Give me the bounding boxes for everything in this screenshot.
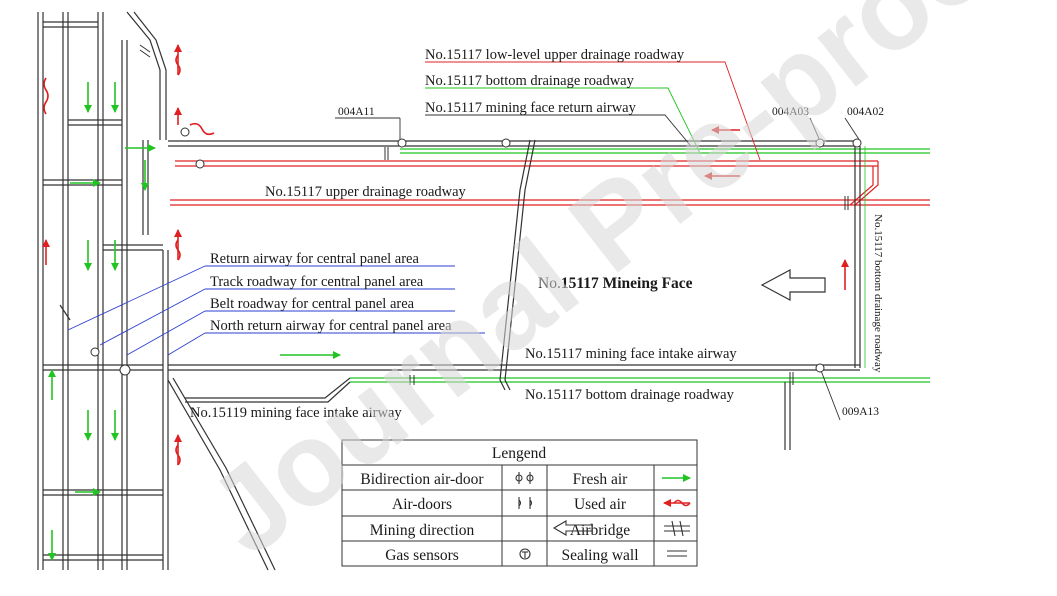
- label-intake-airway-15119: No.15119 mining face intake airway: [190, 405, 402, 421]
- gas-sensor-icon: [815, 363, 825, 373]
- label-intake-airway-15117: No.15117 mining face intake airway: [525, 346, 737, 362]
- label-leaders: [67, 61, 861, 421]
- airbridge-icon: [664, 520, 690, 537]
- legend-label-airbridge: Airbridge: [570, 522, 630, 539]
- air-door-icon: [518, 497, 533, 509]
- legend-label-bidirection-air-door: Bidirection air-door: [360, 471, 484, 488]
- roadway-labels: No.15117 low-level upper drainage roadwa…: [190, 47, 884, 421]
- sensor-label-004A03: 004A03: [772, 106, 809, 118]
- label-track-central: Track roadway for central panel area: [210, 274, 424, 290]
- gas-sensor-icon: [397, 138, 407, 148]
- label-return-central: Return airway for central panel area: [210, 251, 419, 267]
- label-upper-drainage: No.15117 upper drainage roadway: [265, 184, 467, 200]
- label-face-return-airway: No.15117 mining face return airway: [425, 100, 637, 116]
- gas-sensor-icon: [180, 127, 190, 137]
- label-bottom-drainage-lower: No.15117 bottom drainage roadway: [525, 387, 735, 403]
- legend-text: Lengend Bidirection air-door Fresh air A…: [360, 445, 638, 564]
- sensor-label-004A11: 004A11: [338, 106, 375, 118]
- bidirection-air-door-icon: [515, 472, 534, 484]
- legend-symbols: [515, 472, 691, 560]
- legend-label-fresh-air: Fresh air: [573, 471, 629, 488]
- gas-sensor-icon: [119, 364, 131, 376]
- legend-label-used-air: Used air: [574, 496, 627, 513]
- face-roadways: [168, 139, 930, 450]
- label-bottom-drainage-top: No.15117 bottom drainage roadway: [425, 73, 635, 89]
- sensor-label-004A02: 004A02: [847, 106, 884, 118]
- used-air-arrow-icon: [663, 499, 691, 507]
- legend-label-mining-direction: Mining direction: [370, 522, 475, 539]
- sensor-label-009A13: 009A13: [842, 406, 879, 418]
- air-door-marks: [139, 44, 849, 385]
- legend-label-air-doors: Air-doors: [392, 496, 452, 513]
- legend-label-gas-sensors: Gas sensors: [385, 547, 459, 564]
- sensor-labels: 004A11 004A03 004A02 009A13: [338, 106, 884, 418]
- legend-title: Lengend: [492, 445, 546, 462]
- label-mining-face: No.15117 Mineing Face: [538, 275, 693, 292]
- legend-label-sealing-wall: Sealing wall: [561, 547, 638, 564]
- fresh-air-arrows: [48, 82, 341, 561]
- mining-direction-arrow-icon: [760, 268, 826, 302]
- gas-sensors: [90, 127, 862, 376]
- label-north-return-central: North return airway for central panel ar…: [210, 318, 452, 334]
- gas-sensor-icon: [195, 159, 205, 169]
- central-panel-roadways: [37, 11, 276, 571]
- label-bottom-drainage-vertical: No.15117 bottom drainage roadway: [872, 214, 884, 373]
- label-belt-central: Belt roadway for central panel area: [210, 296, 415, 312]
- gas-sensor-icon: [501, 138, 511, 148]
- used-air-arrows: [42, 44, 849, 466]
- gas-sensor-icon: [852, 138, 862, 148]
- label-low-level-upper-drainage: No.15117 low-level upper drainage roadwa…: [425, 47, 685, 63]
- gas-sensor-icon: [815, 138, 825, 148]
- gas-sensor-icon: [519, 548, 531, 560]
- gas-sensor-icon: [90, 347, 100, 357]
- sealing-wall-icon: [667, 550, 687, 557]
- mining-direction-arrow-icon: [552, 520, 593, 536]
